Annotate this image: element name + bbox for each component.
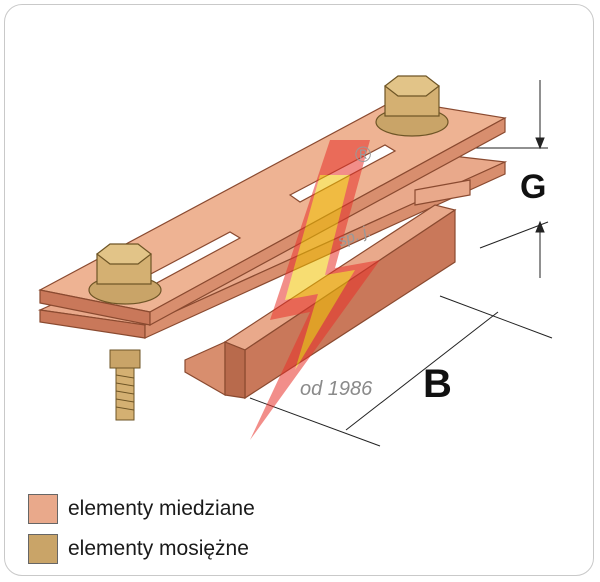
legend-brass-label: elementy mosiężne — [68, 537, 249, 560]
watermark-since: od 1986 — [300, 378, 373, 400]
legend-copper-label: elementy miedziane — [68, 497, 255, 520]
lightning-logo — [250, 140, 380, 440]
dimension-b-label: B — [423, 362, 452, 406]
legend-brass: elementy mosiężne — [28, 534, 249, 564]
bolt-right — [375, 75, 449, 137]
legend-copper-swatch — [28, 494, 58, 524]
bolt-left — [88, 243, 162, 305]
legend-copper: elementy miedziane — [28, 494, 255, 524]
dimension-g-label: G — [520, 168, 547, 206]
threaded-rod — [109, 349, 141, 421]
legend-brass-swatch — [28, 534, 58, 564]
watermark-registered: ® — [355, 142, 372, 167]
